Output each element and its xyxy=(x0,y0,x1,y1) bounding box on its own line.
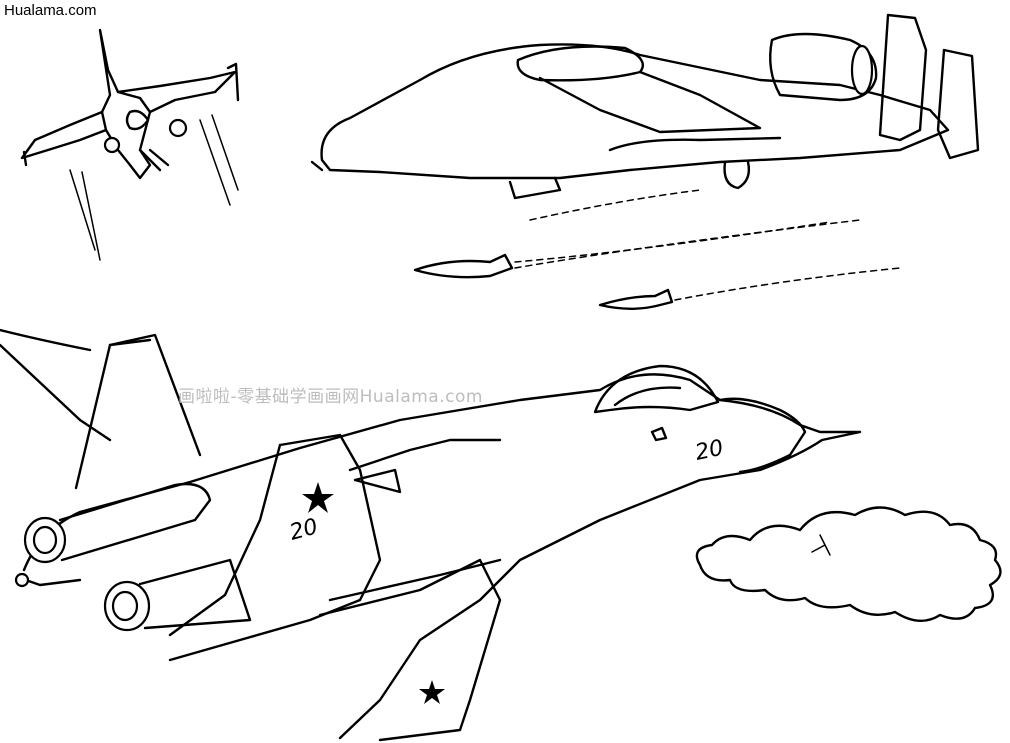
cloud xyxy=(695,506,1002,622)
small-fighter-jet xyxy=(20,28,240,261)
intake-tail-number: 20 xyxy=(287,514,321,545)
attack-jet xyxy=(310,13,980,310)
nose-tail-number: 20 xyxy=(693,436,726,466)
site-watermark: Hualama.com xyxy=(4,2,97,19)
su-fighter-jet: 20 20 xyxy=(0,328,862,742)
center-watermark: 画啦啦-零基础学画画网Hualama.com xyxy=(178,387,483,407)
